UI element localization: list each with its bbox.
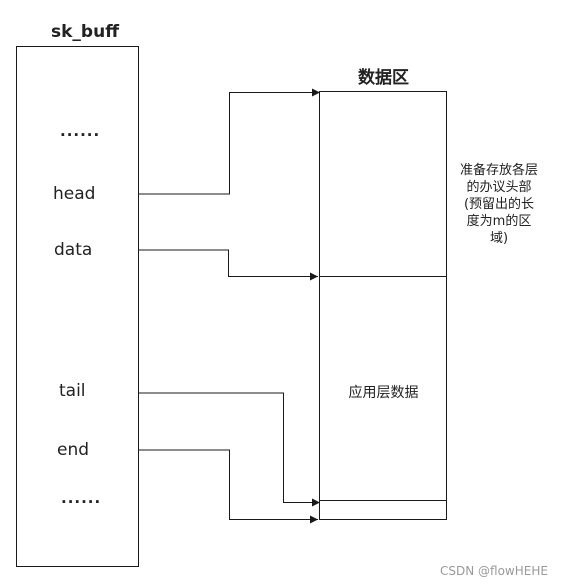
data-area-title: 数据区 xyxy=(358,68,409,88)
header-space-note-line: (预留出的长 xyxy=(463,197,535,212)
sk-buff-ellipsis-bottom: ...... xyxy=(61,489,102,507)
header-space-note-line: 域) xyxy=(489,231,509,246)
header-space-note-line: 准备存放各层 xyxy=(459,163,538,178)
tail-pointer-arrow xyxy=(138,392,320,507)
tail-field-label: tail xyxy=(59,381,86,401)
head-pointer-arrow xyxy=(138,88,320,195)
header-space-note: 准备存放各层 的办议头部 (预留出的长 度为m的区 域) xyxy=(449,162,549,247)
data-pointer-arrow xyxy=(138,249,318,281)
sk-buff-title: sk_buff xyxy=(51,22,119,42)
data-area-box xyxy=(319,91,447,520)
sk-buff-box xyxy=(16,46,139,567)
header-space-note-line: 的办议头部 xyxy=(466,180,532,195)
end-pointer-arrow xyxy=(138,449,318,524)
payload-label: 应用层数据 xyxy=(348,385,419,401)
sk-buff-ellipsis-top: ...... xyxy=(60,122,101,140)
data-field-label: data xyxy=(54,240,93,260)
head-field-label: head xyxy=(53,184,96,204)
end-field-label: end xyxy=(57,440,90,460)
header-space-note-line: 度为m的区 xyxy=(466,214,532,229)
watermark-text: CSDN @flowHEHE xyxy=(440,564,548,578)
